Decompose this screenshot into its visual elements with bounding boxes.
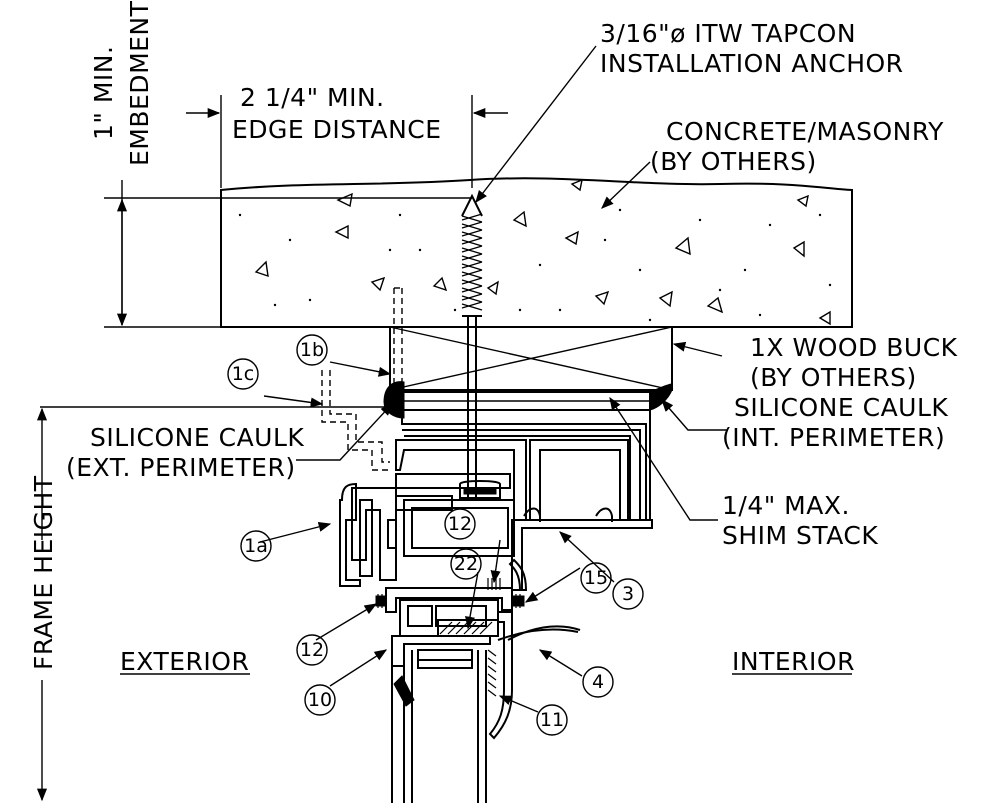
label-edge-distance: 2 1/4" MIN. EDGE DISTANCE	[232, 83, 442, 144]
callout-4: 4	[582, 666, 614, 698]
svg-text:2 1/4" MIN.: 2 1/4" MIN.	[240, 83, 385, 112]
svg-text:11: 11	[540, 709, 564, 731]
label-int-caulk: SILICONE CAULK (INT. PERIMETER)	[722, 393, 948, 452]
callout-1c: 1c	[227, 358, 259, 390]
label-wood-buck: 1X WOOD BUCK (BY OTHERS)	[750, 333, 958, 392]
callout-3: 3	[612, 578, 644, 610]
label-interior: INTERIOR	[732, 647, 855, 676]
dimension-embedment	[104, 180, 472, 328]
frame-extrusion	[339, 409, 653, 591]
svg-text:(INT. PERIMETER): (INT. PERIMETER)	[722, 423, 945, 452]
label-embedment: 1" MIN. EMBEDMENT	[89, 0, 154, 166]
callout-22: 22	[450, 548, 482, 580]
svg-text:1b: 1b	[300, 339, 324, 361]
concrete-stipple	[238, 208, 832, 322]
dimension-edge-distance	[186, 95, 508, 188]
leader-lines	[259, 45, 728, 713]
svg-text:1" MIN.: 1" MIN.	[89, 46, 118, 140]
svg-text:SILICONE CAULK: SILICONE CAULK	[734, 393, 948, 422]
svg-text:INSTALLATION ANCHOR: INSTALLATION ANCHOR	[600, 49, 904, 78]
part-22-hatch	[439, 621, 493, 635]
svg-text:INTERIOR: INTERIOR	[732, 647, 855, 676]
svg-text:SILICONE CAULK: SILICONE CAULK	[90, 423, 304, 452]
svg-text:(BY OTHERS): (BY OTHERS)	[650, 147, 817, 176]
svg-text:EXTERIOR: EXTERIOR	[120, 647, 249, 676]
callout-15: 15	[580, 562, 612, 594]
insulated-glass	[391, 649, 497, 803]
svg-text:15: 15	[584, 567, 608, 589]
svg-text:10: 10	[308, 689, 332, 711]
svg-text:12: 12	[448, 513, 472, 535]
svg-text:1/4" MAX.: 1/4" MAX.	[722, 491, 850, 520]
concrete-aggregate	[254, 178, 831, 326]
svg-text:(EXT. PERIMETER): (EXT. PERIMETER)	[66, 453, 296, 482]
svg-text:EDGE DISTANCE: EDGE DISTANCE	[232, 115, 442, 144]
svg-text:1c: 1c	[232, 363, 255, 385]
svg-text:3/16"ø ITW TAPCON: 3/16"ø ITW TAPCON	[600, 19, 856, 48]
tapcon-anchor	[461, 193, 483, 498]
callout-1a: 1a	[240, 530, 272, 562]
glazing-tape-hatch	[487, 649, 497, 697]
svg-text:SHIM STACK: SHIM STACK	[722, 521, 878, 550]
fastener-15	[511, 594, 525, 608]
callout-12-left: 12	[296, 634, 328, 666]
callout-1b: 1b	[296, 334, 328, 366]
callout-11: 11	[536, 704, 568, 736]
label-anchor: 3/16"ø ITW TAPCON INSTALLATION ANCHOR	[600, 19, 904, 78]
svg-text:FRAME HEIGHT: FRAME HEIGHT	[29, 475, 58, 670]
silicone-caulk-bead-int	[649, 383, 673, 411]
callout-10: 10	[304, 684, 336, 716]
label-shim: 1/4" MAX. SHIM STACK	[722, 491, 878, 550]
label-ext-caulk: SILICONE CAULK (EXT. PERIMETER)	[66, 423, 304, 482]
label-frame-height: FRAME HEIGHT	[29, 475, 58, 670]
svg-text:(BY OTHERS): (BY OTHERS)	[750, 363, 917, 392]
svg-text:12: 12	[300, 639, 324, 661]
label-exterior: EXTERIOR	[120, 647, 250, 676]
svg-text:4: 4	[592, 671, 604, 693]
dashed-accessory-1c	[321, 370, 390, 471]
svg-text:1a: 1a	[244, 535, 268, 557]
wood-buck	[389, 326, 673, 391]
svg-text:EMBEDMENT: EMBEDMENT	[125, 0, 154, 166]
svg-text:CONCRETE/MASONRY: CONCRETE/MASONRY	[666, 117, 944, 146]
svg-text:3: 3	[622, 583, 634, 605]
svg-text:22: 22	[454, 553, 478, 575]
dashed-accessory-1b	[393, 287, 403, 400]
concrete-block	[220, 177, 853, 328]
svg-text:1X WOOD BUCK: 1X WOOD BUCK	[750, 333, 958, 362]
fastener-12-left	[375, 594, 387, 608]
callout-12-top: 12	[444, 508, 476, 540]
label-concrete: CONCRETE/MASONRY (BY OTHERS)	[650, 117, 944, 176]
